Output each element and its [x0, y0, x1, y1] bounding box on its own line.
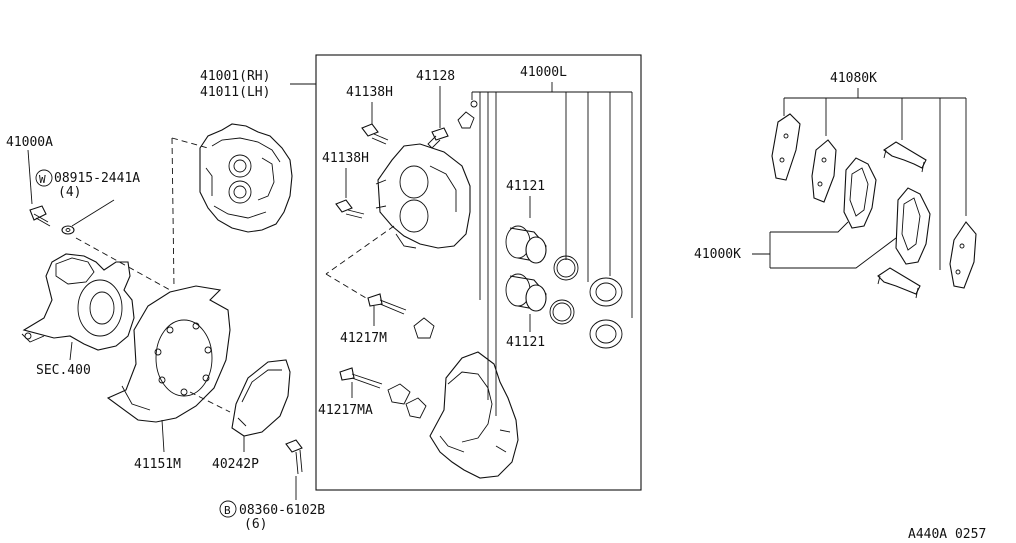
- washer-08915[interactable]: [61, 225, 75, 235]
- alignment-dashed-line-5: [325, 225, 395, 275]
- circle-b-icon: [219, 500, 237, 518]
- pad-clip-upper[interactable]: [883, 141, 927, 173]
- pin-boot-lower-2[interactable]: [405, 397, 427, 419]
- alignment-dashed-line-6: [325, 273, 367, 299]
- slide-pin-41217MA[interactable]: [339, 367, 383, 389]
- kit-41000L-bracket: [471, 82, 633, 416]
- pad-clip-lower[interactable]: [877, 267, 921, 299]
- guide-pin-41138H-top[interactable]: [361, 123, 389, 145]
- pad-shim-2[interactable]: [811, 139, 837, 203]
- kit-41000K-bracket: [752, 221, 897, 269]
- washer-marker: W: [35, 169, 53, 187]
- bleeder-cap[interactable]: [457, 100, 478, 129]
- dust-boot-lower[interactable]: [589, 319, 623, 349]
- label-40242P: 40242P: [212, 457, 259, 472]
- diagram-code: A440A 0257: [908, 527, 986, 542]
- bolt-41000A[interactable]: [29, 205, 51, 227]
- pad-shim-3[interactable]: [949, 221, 977, 289]
- label-41217MA: 41217MA: [318, 403, 373, 418]
- label-41128: 41128: [416, 69, 455, 84]
- caliper-housing-outer[interactable]: [199, 123, 293, 233]
- slide-pin-41217M[interactable]: [367, 293, 407, 315]
- label-41000K: 41000K: [694, 247, 741, 262]
- svg-text:W: W: [39, 173, 46, 186]
- caliper-body[interactable]: [375, 143, 471, 249]
- caliper-assembly-box: [315, 54, 642, 491]
- label-caliper-rh: 41001(RH): [200, 69, 270, 84]
- backing-plate-41151M[interactable]: [106, 285, 231, 423]
- label-knuckle-ref: SEC.400: [36, 363, 91, 378]
- circle-w-icon: [35, 169, 53, 187]
- guide-pin-41138H-mid[interactable]: [335, 199, 365, 219]
- label-41000L: 41000L: [520, 65, 567, 80]
- piston-seal-lower[interactable]: [549, 299, 575, 325]
- label-bolt-qty: (6): [244, 517, 267, 532]
- label-caliper-lh: 41011(LH): [200, 85, 270, 100]
- brake-pad-outer[interactable]: [895, 187, 931, 265]
- caliper-bracket[interactable]: [429, 351, 519, 479]
- label-41217M: 41217M: [340, 331, 387, 346]
- piston-41121-upper[interactable]: [505, 225, 547, 264]
- pin-boot-upper[interactable]: [413, 317, 435, 339]
- bolt-08360[interactable]: [285, 439, 303, 475]
- dust-boot-upper[interactable]: [589, 277, 623, 307]
- alignment-dashed-line-3: [75, 237, 171, 291]
- kit-41080K-bracket: [783, 88, 967, 270]
- alignment-dashed-line-4: [189, 391, 231, 413]
- label-41121-lower: 41121: [506, 335, 545, 350]
- bleeder-41128[interactable]: [427, 127, 449, 149]
- bolt-marker: B: [219, 500, 237, 518]
- label-41121-upper: 41121: [506, 179, 545, 194]
- piston-seal-upper[interactable]: [553, 255, 579, 281]
- svg-text:B: B: [224, 504, 231, 517]
- pad-shim-1[interactable]: [771, 113, 801, 181]
- steering-knuckle[interactable]: [21, 253, 135, 351]
- dust-shield-40242P[interactable]: [231, 359, 291, 437]
- alignment-dashed-line-1: [171, 137, 209, 149]
- label-washer-part: 08915-2441A: [54, 171, 140, 186]
- pin-boot-lower-1[interactable]: [387, 383, 411, 405]
- label-41138H-mid: 41138H: [322, 151, 369, 166]
- label-washer-qty: (4): [58, 185, 81, 200]
- label-41138H-top: 41138H: [346, 85, 393, 100]
- piston-41121-lower[interactable]: [505, 273, 547, 312]
- label-bolt-part: 08360-6102B: [239, 503, 325, 518]
- label-41000A: 41000A: [6, 135, 53, 150]
- label-41080K: 41080K: [830, 71, 877, 86]
- label-41151M: 41151M: [134, 457, 181, 472]
- alignment-dashed-line-2: [171, 137, 175, 289]
- brake-pad-inner[interactable]: [843, 157, 877, 229]
